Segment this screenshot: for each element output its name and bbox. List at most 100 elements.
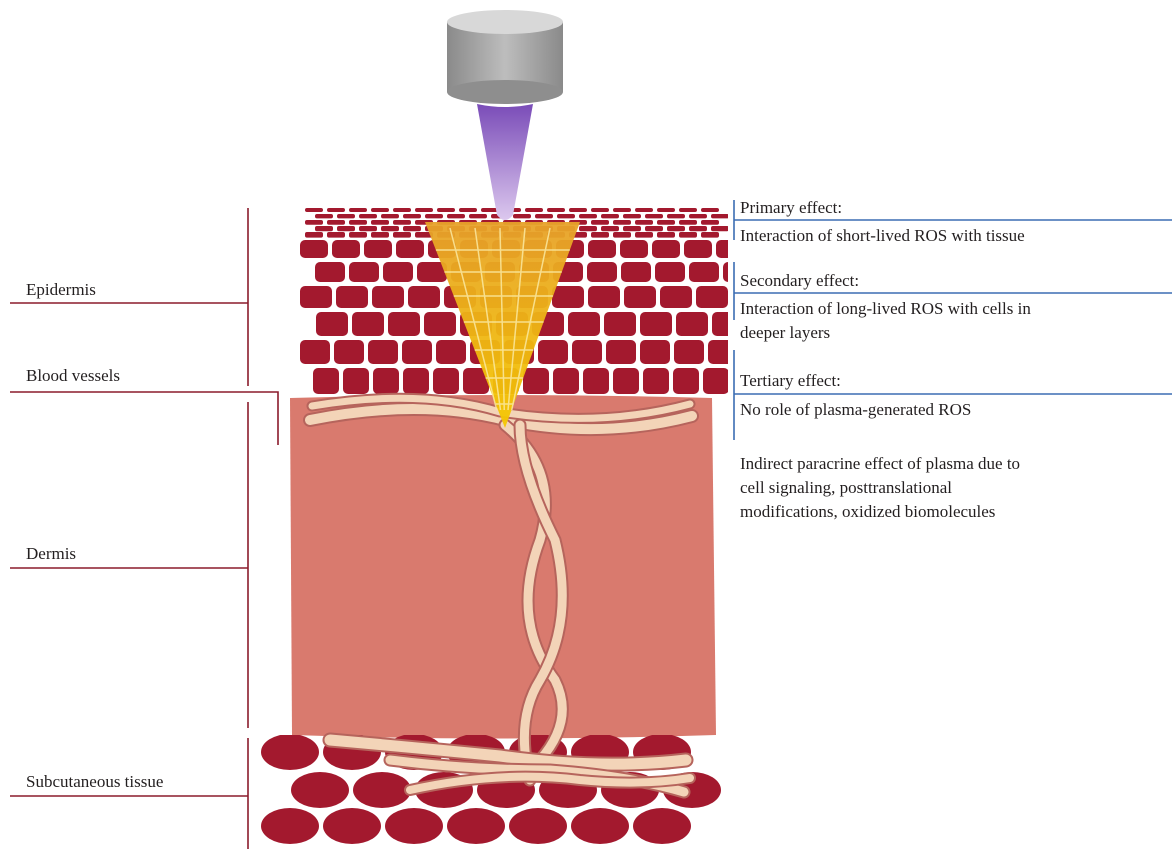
epidermis-cell <box>337 214 355 218</box>
epidermis-cell <box>711 214 729 218</box>
epidermis-cell <box>645 226 663 231</box>
epidermis-cell <box>652 240 680 258</box>
epidermis-cell <box>359 214 377 218</box>
subcutaneous-cell <box>509 808 567 844</box>
epidermis-cell <box>711 226 729 231</box>
tertiary-effect-note-line2: cell signaling, posttranslational <box>740 476 952 500</box>
epidermis-cell <box>315 214 333 218</box>
epidermis-cell <box>393 220 411 225</box>
epidermis-cell <box>373 368 399 394</box>
primary-effect-description: Interaction of short-lived ROS with tiss… <box>740 224 1025 248</box>
epidermis-cell <box>437 208 455 212</box>
epidermis-cell <box>396 240 424 258</box>
epidermis-cell <box>525 208 543 212</box>
dermis-label: Dermis <box>26 542 76 566</box>
epidermis-cell <box>553 368 579 394</box>
epidermis-cell <box>415 208 433 212</box>
epidermis-cell <box>679 232 697 238</box>
epidermis-cell <box>352 312 384 336</box>
epidermis-cell <box>332 240 360 258</box>
epidermis-cell <box>436 340 466 364</box>
epidermis-cell <box>381 226 399 231</box>
epidermis-cell <box>624 286 656 308</box>
epidermis-cell <box>579 214 597 218</box>
epidermis-cell <box>701 232 719 238</box>
epidermis-cell <box>425 214 443 218</box>
epidermis-cell <box>513 214 531 218</box>
epidermis-cell <box>349 208 367 212</box>
epidermis-cell <box>315 262 345 282</box>
epidermis-cell <box>403 368 429 394</box>
epidermis-cell <box>552 286 584 308</box>
tertiary-effect-description: No role of plasma-generated ROS <box>740 398 971 422</box>
epidermis-cell <box>703 368 729 394</box>
subcutaneous-cell <box>447 808 505 844</box>
epidermis-cell <box>613 368 639 394</box>
epidermis-cell <box>588 286 620 308</box>
epidermis-cell <box>579 226 597 231</box>
epidermis-cell <box>388 312 420 336</box>
epidermis-cell <box>313 368 339 394</box>
epidermis-cell <box>635 232 653 238</box>
epidermis-cell <box>657 208 675 212</box>
epidermis-cell <box>327 232 345 238</box>
epidermis-cell <box>676 312 708 336</box>
epidermis-cell <box>327 208 345 212</box>
subcutaneous-cell <box>261 734 319 770</box>
epidermis-cell <box>300 240 328 258</box>
epidermis-cell <box>635 208 653 212</box>
epidermis-cell <box>601 214 619 218</box>
epidermis-cell <box>393 232 411 238</box>
subcutaneous-cell <box>385 808 443 844</box>
epidermis-cell <box>689 214 707 218</box>
tertiary-effect-heading: Tertiary effect: <box>740 369 841 393</box>
epidermis-cell <box>684 240 712 258</box>
epidermis-cell <box>583 368 609 394</box>
epidermis-cell <box>569 208 587 212</box>
plasma-device-icon <box>447 10 563 220</box>
epidermis-cell <box>316 312 348 336</box>
epidermis-cell <box>696 286 728 308</box>
epidermis-cell <box>300 286 332 308</box>
epidermis-cell <box>591 208 609 212</box>
epidermis-cell <box>408 286 440 308</box>
epidermis-cell <box>538 340 568 364</box>
blood-vessels-label: Blood vessels <box>26 364 120 388</box>
epidermis-cell <box>557 214 575 218</box>
epidermis-cell <box>679 208 697 212</box>
subcutaneous-cell <box>571 808 629 844</box>
primary-effect-heading: Primary effect: <box>740 196 842 220</box>
epidermis-cell <box>572 340 602 364</box>
epidermis-label: Epidermis <box>26 278 96 302</box>
epidermis-cell <box>327 220 345 225</box>
epidermis-cell <box>305 220 323 225</box>
epidermis-cell <box>336 286 368 308</box>
epidermis-cell <box>371 220 389 225</box>
tertiary-effect-note-line1: Indirect paracrine effect of plasma due … <box>740 452 1020 476</box>
epidermis-cell <box>645 214 663 218</box>
epidermis-cell <box>588 240 616 258</box>
epidermis-cell <box>364 240 392 258</box>
epidermis-cell <box>334 340 364 364</box>
epidermis-cell <box>305 232 323 238</box>
subcutaneous-cell <box>323 808 381 844</box>
secondary-effect-description-line1: Interaction of long-lived ROS with cells… <box>740 297 1031 321</box>
epidermis-cell <box>657 220 675 225</box>
epidermis-cell <box>424 312 456 336</box>
epidermis-cell <box>402 340 432 364</box>
epidermis-cell <box>613 208 631 212</box>
subcutaneous-tissue-label: Subcutaneous tissue <box>26 770 163 794</box>
epidermis-cell <box>655 262 685 282</box>
epidermis-cell <box>523 368 549 394</box>
epidermis-cell <box>689 262 719 282</box>
epidermis-cell <box>343 368 369 394</box>
epidermis-cell <box>640 312 672 336</box>
epidermis-cell <box>371 208 389 212</box>
epidermis-cell <box>620 240 648 258</box>
epidermis-cell <box>349 262 379 282</box>
tertiary-effect-note-line3: modifications, oxidized biomolecules <box>740 500 995 524</box>
epidermis-cell <box>623 214 641 218</box>
dermis-block <box>290 395 716 739</box>
epidermis-cell <box>381 214 399 218</box>
